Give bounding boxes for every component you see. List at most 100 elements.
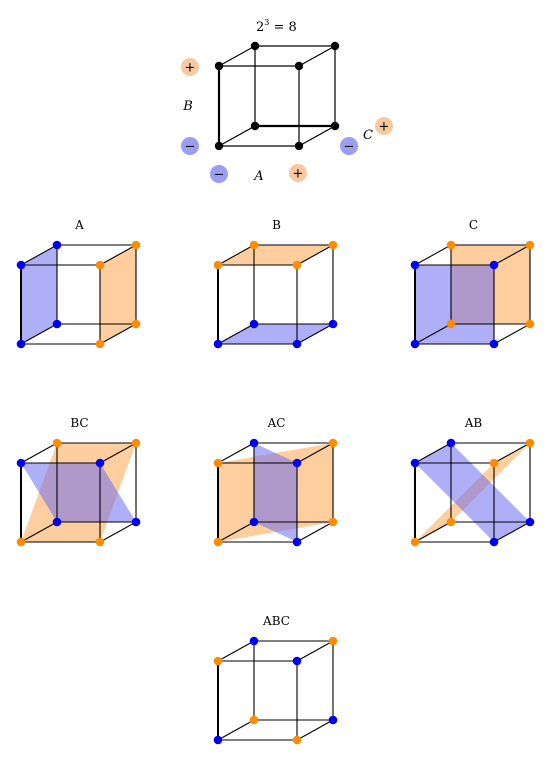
minus-vertex (410, 260, 420, 270)
design-cube: 23 = 8 + B (181, 18, 393, 184)
factor-a-plus-badge: + (289, 164, 307, 182)
effect-title: C (469, 218, 478, 232)
minus-vertex (52, 517, 62, 527)
svg-text:−: − (344, 140, 355, 155)
factor-c-label: C (363, 128, 373, 143)
minus-vertex (489, 339, 499, 349)
cube-vertices (16, 438, 141, 547)
plus-vertex (52, 438, 62, 448)
minus-vertex (489, 260, 499, 270)
minus-vertex (249, 438, 259, 448)
plus-vertex (328, 517, 338, 527)
minus-plane (254, 443, 297, 542)
plus-vertex (131, 319, 141, 329)
plus-vertex (328, 240, 338, 250)
plus-vertex (410, 537, 420, 547)
plus-vertex (213, 260, 223, 270)
effect-planes (415, 443, 530, 542)
plus-vertex (525, 240, 535, 250)
minus-vertex (249, 636, 259, 646)
minus-vertex (489, 537, 499, 547)
minus-vertex (525, 517, 535, 527)
design-vertex (330, 121, 340, 131)
design-vertex (294, 61, 304, 71)
design-title: 23 = 8 (256, 18, 297, 35)
plus-vertex (525, 319, 535, 329)
plus-vertex (16, 537, 26, 547)
plus-vertex (292, 260, 302, 270)
effect-title: ABC (262, 614, 290, 628)
minus-vertex (249, 319, 259, 329)
cube-vertices (410, 240, 535, 349)
plus-vertex (249, 240, 259, 250)
minus-plane (21, 463, 136, 522)
plus-vertex (525, 438, 535, 448)
svg-text:−: − (185, 140, 196, 155)
factor-a-minus-badge: − (210, 165, 228, 183)
effect-cube-abc: ABC (213, 614, 338, 745)
factor-b-label: B (182, 99, 193, 114)
minus-vertex (16, 458, 26, 468)
minus-plane (415, 443, 530, 542)
plus-vertex (131, 438, 141, 448)
effect-cube-ab: AB (410, 416, 535, 547)
cube-vertices (213, 240, 338, 349)
minus-vertex (292, 656, 302, 666)
effect-planes (218, 443, 333, 542)
effect-title: AC (267, 416, 286, 430)
plus-vertex (213, 458, 223, 468)
minus-vertex (52, 319, 62, 329)
design-vertex (250, 41, 260, 51)
cube-vertices (16, 240, 141, 349)
plus-vertex (213, 656, 223, 666)
plus-vertex (446, 517, 456, 527)
factor-b-plus-badge: + (181, 58, 199, 76)
plus-vertex (446, 319, 456, 329)
minus-vertex (16, 260, 26, 270)
factor-c-plus-badge: + (375, 117, 393, 135)
cube-vertices (213, 438, 338, 547)
minus-plane (218, 324, 333, 344)
design-cube-edges (218, 45, 336, 147)
plus-vertex (131, 240, 141, 250)
design-vertex (214, 141, 224, 151)
minus-vertex (446, 438, 456, 448)
minus-vertex (292, 339, 302, 349)
design-vertex (250, 121, 260, 131)
minus-vertex (292, 537, 302, 547)
design-cube-vertices (214, 41, 340, 151)
plus-vertex (95, 260, 105, 270)
minus-vertex (16, 339, 26, 349)
plus-vertex (95, 339, 105, 349)
cube-vertices (213, 636, 338, 745)
effect-planes (218, 245, 333, 344)
plus-plane (218, 245, 333, 265)
effect-planes (21, 245, 136, 344)
effect-planes (415, 245, 530, 344)
minus-vertex (328, 715, 338, 725)
effect-cube-bc: BC (16, 416, 141, 547)
plus-vertex (292, 735, 302, 745)
factor-b-minus-badge: − (181, 137, 199, 155)
effect-title: A (74, 218, 84, 232)
minus-vertex (249, 517, 259, 527)
effect-planes (21, 443, 136, 542)
effect-cube-a: A (16, 218, 141, 349)
minus-vertex (213, 735, 223, 745)
svg-text:+: + (379, 120, 390, 135)
cube-vertices (410, 438, 535, 547)
minus-plane (415, 265, 494, 344)
minus-vertex (95, 458, 105, 468)
svg-text:+: + (185, 61, 196, 76)
effect-cube-b: B (213, 218, 338, 349)
minus-vertex (328, 319, 338, 329)
effect-cube-ac: AC (213, 416, 338, 547)
design-vertex (330, 41, 340, 51)
plus-plane (100, 245, 136, 344)
plus-vertex (328, 636, 338, 646)
svg-text:+: + (293, 167, 304, 182)
plus-vertex (328, 438, 338, 448)
factor-a-label: A (253, 169, 263, 184)
